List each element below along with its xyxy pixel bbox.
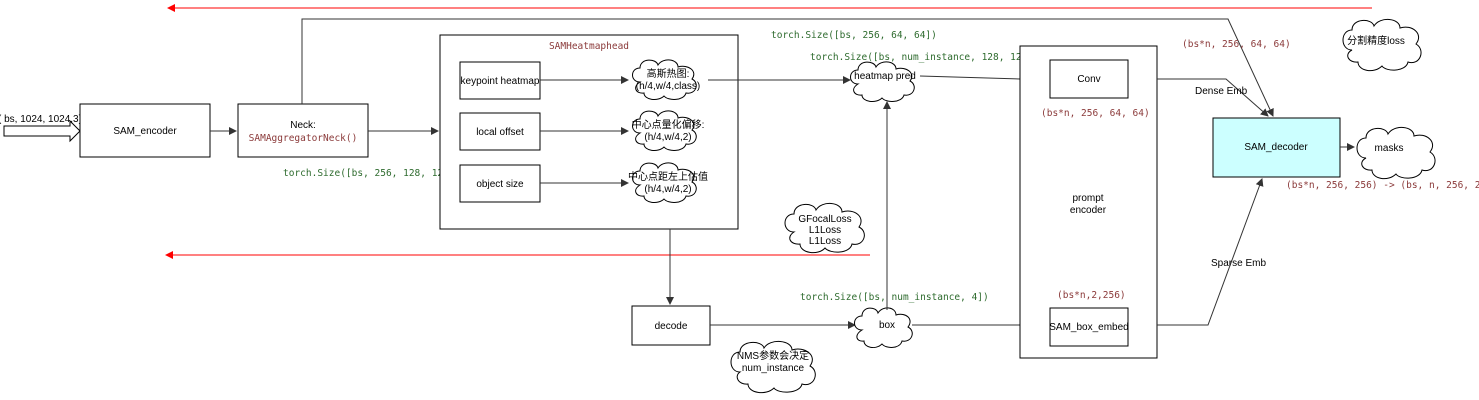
enc-skip-shape: torch.Size([bs, 256, 64, 64]) [771,30,937,41]
conv-out-shape: (bs*n, 256, 64, 64) [1041,108,1150,119]
gauss-cloud [632,59,697,101]
sparse-emb-label: Sparse Emb [1211,258,1266,269]
keypoint-heatmap-box [459,61,541,100]
nms-line1: NMS参数会决定 [737,349,809,362]
conv-label: Conv [1077,74,1100,85]
center-dist-cloud [632,162,697,204]
masks-cloud [1356,127,1436,180]
box-label: box [879,320,895,331]
heatpred-to-prompt-edge [919,75,1021,80]
sam-encoder-label: SAM_encoder [113,126,177,137]
sam-box-embed-label: SAM_box_embed [1049,322,1129,333]
heat-out-shape: torch.Size([bs, num_instance, 128, 128]) [810,52,1039,63]
box-cloud [854,307,913,349]
dense-edge [1157,78,1269,117]
conv-box [1049,59,1129,99]
dense-shape: (bs*n, 256, 64, 64) [1182,39,1291,50]
center-dist-line2: (h/4,w/4,2) [644,184,691,195]
decode-label: decode [655,321,688,332]
local-offset-label: local offset [476,127,524,138]
center-offset-line1: 中心点量化偏移: [632,118,705,131]
seg-loss-label: 分割精度loss [1347,34,1405,47]
sparse-shape: (bs*n,2,256) [1057,290,1126,301]
dense-emb-label: Dense Emb [1195,86,1248,97]
losses-line2: L1Loss [809,225,841,236]
input-arrow [3,119,81,143]
seg-loss-cloud [1342,19,1422,72]
neck-title: Neck: [290,120,316,131]
object-size-box [459,164,541,203]
object-size-label: object size [476,179,524,190]
center-offset-cloud [632,110,697,152]
gauss-cloud-line1: 高斯热图: [647,67,690,80]
losses-cloud [784,203,865,254]
nms-line2: num_instance [742,363,805,374]
neck-subtitle: SAMAggregatorNeck() [249,133,358,144]
local-offset-box [459,112,541,151]
skip-to-decoder-edge [301,18,1274,117]
heatmap-head-title: SAMHeatmaphead [549,41,629,52]
sam-box-embed-box [1049,307,1129,347]
neck-out-shape: torch.Size([bs, 256, 128, 128]) [283,168,460,179]
keypoint-heatmap-label: keypoint heatmap [461,76,540,87]
losses-line1: GFocalLoss [798,214,851,225]
heatmap-pred-cloud [850,61,915,103]
decode-box [631,305,711,346]
sam-encoder-box [79,103,211,158]
prompt-encoder-line1: prompt [1072,193,1103,204]
masks-label: masks [1375,143,1404,154]
sam-decoder-box [1212,117,1341,178]
dec-out-shape: (bs*n, 256, 256) -> (bs, n, 256, 256) [1286,180,1479,191]
prompt-encoder-line2: encoder [1070,205,1107,216]
sparse-edge [1157,178,1264,326]
nms-cloud [730,341,816,394]
center-dist-line1: 中心点距左上估值 [628,170,708,183]
gauss-cloud-line2: (h/4,w/4,class) [636,81,700,92]
losses-line3: L1Loss [809,236,841,247]
center-offset-line2: (h/4,w/4,2) [644,132,691,143]
sam-decoder-label: SAM_decoder [1244,142,1308,153]
heatmap-pred-label: heatmap pred [854,71,916,82]
box-out-shape: torch.Size([bs, num_instance, 4]) [800,292,989,303]
input-label: ( bs, 1024, 1024,3) [0,114,82,125]
